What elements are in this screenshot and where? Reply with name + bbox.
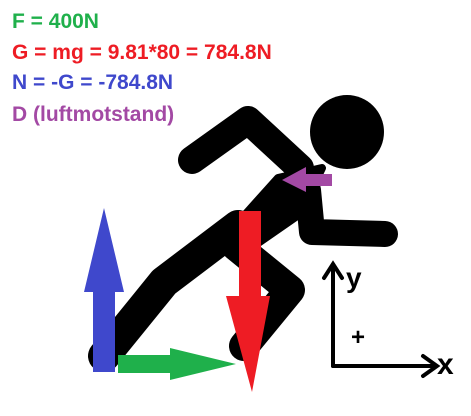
positive-sign: + [351, 324, 365, 351]
runner-front-arm [295, 177, 398, 247]
runner-back-leg [88, 210, 254, 372]
y-axis-arrowhead [322, 260, 344, 280]
runner-head [310, 95, 384, 169]
sprinter-start-icon [88, 95, 398, 372]
normal-force-arrow [84, 208, 124, 372]
push-force-arrow [118, 348, 236, 380]
equation-push-force: F = 400N [12, 10, 99, 33]
runner-back-arm [178, 106, 314, 182]
x-axis-label: x [437, 348, 454, 381]
gravity-force-arrow [226, 211, 270, 392]
x-axis-arrowhead [421, 354, 441, 378]
equation-drag: D (luftmotstand) [12, 103, 175, 126]
y-axis-label: y [346, 262, 362, 293]
coordinate-axes [322, 260, 441, 378]
equation-gravity: G = mg = 9.81*80 = 784.8N [12, 41, 272, 64]
drag-force-arrow [282, 167, 332, 192]
equation-normal-force: N = -G = -784.8N [12, 71, 174, 94]
